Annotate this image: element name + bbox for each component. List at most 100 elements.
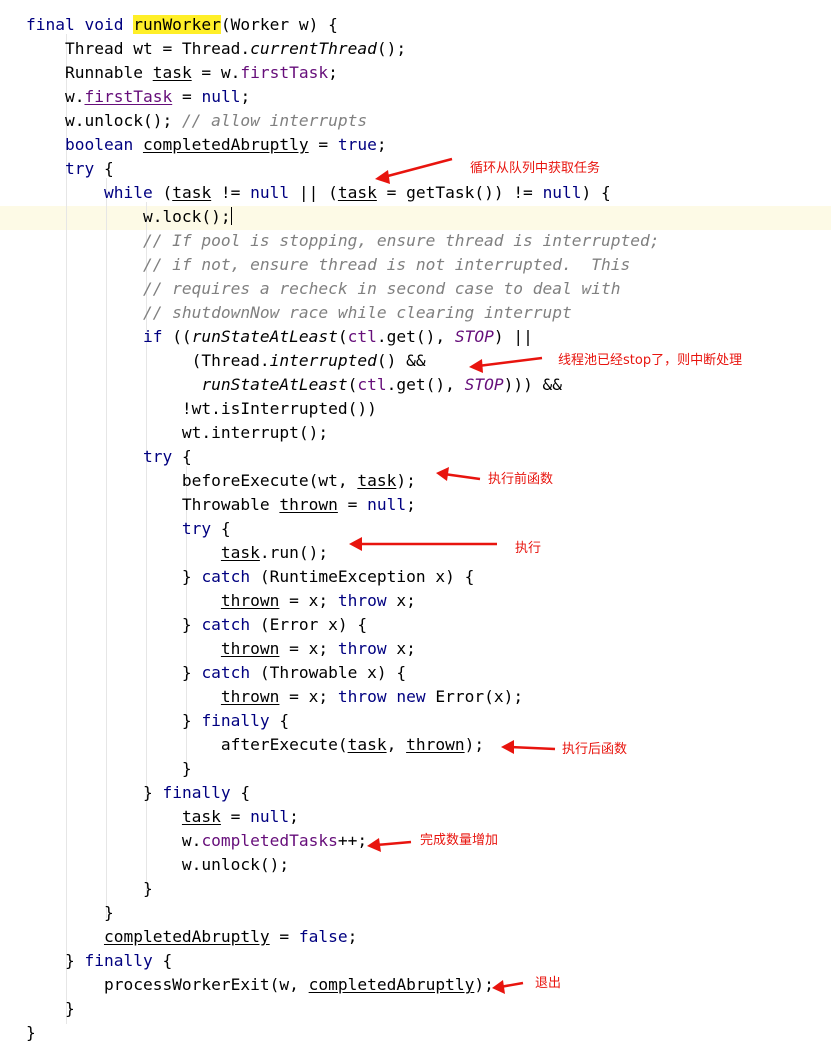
- code-line[interactable]: if ((runStateAtLeast(ctl.get(), STOP) ||: [26, 325, 533, 349]
- code-line[interactable]: try {: [26, 157, 114, 181]
- code-line[interactable]: w.lock();: [26, 205, 232, 229]
- code-token: {: [181, 447, 192, 466]
- code-token: STOP: [454, 327, 494, 346]
- code-line[interactable]: (Thread.interrupted() &&: [26, 349, 426, 373]
- code-line[interactable]: w.firstTask = null;: [26, 85, 250, 109]
- code-token: task: [172, 183, 212, 202]
- code-token: processWorkerExit(w,: [26, 975, 309, 994]
- code-token: firstTask: [240, 63, 329, 82]
- code-line[interactable]: thrown = x; throw x;: [26, 637, 416, 661]
- code-token: catch: [201, 663, 260, 682]
- code-line[interactable]: thrown = x; throw new Error(x);: [26, 685, 523, 709]
- code-line[interactable]: w.unlock(); // allow interrupts: [26, 109, 367, 133]
- code-line[interactable]: wt.interrupt();: [26, 421, 328, 445]
- code-token: (: [162, 183, 173, 202]
- code-line[interactable]: }: [26, 757, 192, 781]
- code-line[interactable]: }: [26, 877, 153, 901]
- code-token: || (: [289, 183, 338, 202]
- code-token: );: [396, 471, 416, 490]
- annotation-arrow-execute: [349, 537, 497, 551]
- annotation-arrow-exit: [492, 980, 524, 994]
- code-token: // if not, ensure thread is not interrup…: [26, 255, 631, 274]
- code-line[interactable]: runStateAtLeast(ctl.get(), STOP))) &&: [26, 373, 562, 397]
- code-token: }: [26, 951, 85, 970]
- code-token: (Throwable x) {: [259, 663, 407, 682]
- code-token: {: [279, 711, 290, 730]
- code-line[interactable]: boolean completedAbruptly = true;: [26, 133, 387, 157]
- code-token: thrown: [279, 495, 338, 514]
- code-token: catch: [201, 615, 260, 634]
- annotation-before-execute: 执行前函数: [488, 472, 554, 487]
- code-line[interactable]: // If pool is stopping, ensure thread is…: [26, 229, 660, 253]
- code-token: (: [347, 375, 358, 394]
- code-line[interactable]: } catch (RuntimeException x) {: [26, 565, 474, 589]
- code-token: runStateAtLeast: [191, 327, 338, 346]
- code-line[interactable]: try {: [26, 517, 231, 541]
- code-token: completedTasks: [201, 831, 338, 850]
- code-line[interactable]: Throwable thrown = null;: [26, 493, 416, 517]
- code-line[interactable]: beforeExecute(wt, task);: [26, 469, 416, 493]
- code-token: firstTask: [84, 87, 173, 106]
- annotation-arrow-pool-stop: [469, 356, 543, 373]
- code-token: !wt.isInterrupted()): [26, 399, 377, 418]
- code-line[interactable]: // if not, ensure thread is not interrup…: [26, 253, 630, 277]
- code-token: try: [26, 159, 104, 178]
- code-line[interactable]: w.completedTasks++;: [26, 829, 367, 853]
- code-token: completedAbruptly: [308, 975, 475, 994]
- annotation-exit: 退出: [535, 976, 562, 991]
- code-token: );: [464, 735, 485, 754]
- code-line[interactable]: // shutdownNow race while clearing inter…: [26, 301, 572, 325]
- code-line[interactable]: } catch (Error x) {: [26, 613, 367, 637]
- code-token: thrown: [220, 687, 280, 706]
- code-token: !=: [211, 183, 251, 202]
- code-token: x;: [396, 591, 416, 610]
- code-token: (Worker w) {: [220, 15, 338, 34]
- code-line[interactable]: w.unlock();: [26, 853, 289, 877]
- code-line[interactable]: }: [26, 997, 75, 1021]
- code-token: = x;: [279, 591, 338, 610]
- code-line[interactable]: } finally {: [26, 949, 172, 973]
- code-token: }: [26, 711, 202, 730]
- code-token: }: [26, 783, 163, 802]
- indent-guide: [66, 34, 67, 1024]
- code-line[interactable]: } catch (Throwable x) {: [26, 661, 406, 685]
- code-line[interactable]: completedAbruptly = false;: [26, 925, 357, 949]
- code-token: try: [26, 519, 221, 538]
- code-token: afterExecute(: [26, 735, 348, 754]
- code-line[interactable]: Runnable task = w.firstTask;: [26, 61, 338, 85]
- code-line[interactable]: }: [26, 1021, 36, 1045]
- code-line[interactable]: !wt.isInterrupted()): [26, 397, 377, 421]
- code-line[interactable]: } finally {: [26, 781, 250, 805]
- code-token: task: [152, 63, 192, 82]
- code-line[interactable]: thrown = x; throw x;: [26, 589, 416, 613]
- code-token: (RuntimeException x) {: [259, 567, 475, 586]
- code-line[interactable]: try {: [26, 445, 192, 469]
- code-token: [26, 375, 201, 394]
- code-line[interactable]: }: [26, 901, 114, 925]
- code-line[interactable]: processWorkerExit(w, completedAbruptly);: [26, 973, 494, 997]
- code-token: [26, 543, 221, 562]
- code-token: .get(),: [376, 327, 455, 346]
- code-line[interactable]: afterExecute(task, thrown);: [26, 733, 484, 757]
- code-line[interactable]: task = null;: [26, 805, 299, 829]
- indent-guide: [146, 202, 147, 894]
- code-line[interactable]: final void runWorker(Worker w) {: [26, 13, 338, 37]
- code-line[interactable]: // requires a recheck in second case to …: [26, 277, 621, 301]
- code-token: [26, 687, 221, 706]
- code-line[interactable]: task.run();: [26, 541, 328, 565]
- code-token: =: [337, 495, 368, 514]
- code-token: ,: [386, 735, 407, 754]
- code-line[interactable]: } finally {: [26, 709, 289, 733]
- code-token: currentThread: [250, 39, 377, 58]
- code-token: }: [26, 999, 75, 1018]
- code-token: true: [337, 135, 377, 154]
- code-token: beforeExecute(wt,: [26, 471, 358, 490]
- code-token: task: [181, 807, 221, 826]
- code-token: boolean: [26, 135, 143, 154]
- code-token: null: [250, 807, 290, 826]
- code-line[interactable]: Thread wt = Thread.currentThread();: [26, 37, 406, 61]
- indent-guide: [106, 178, 107, 918]
- code-token: while: [26, 183, 163, 202]
- code-line[interactable]: while (task != null || (task = getTask()…: [26, 181, 611, 205]
